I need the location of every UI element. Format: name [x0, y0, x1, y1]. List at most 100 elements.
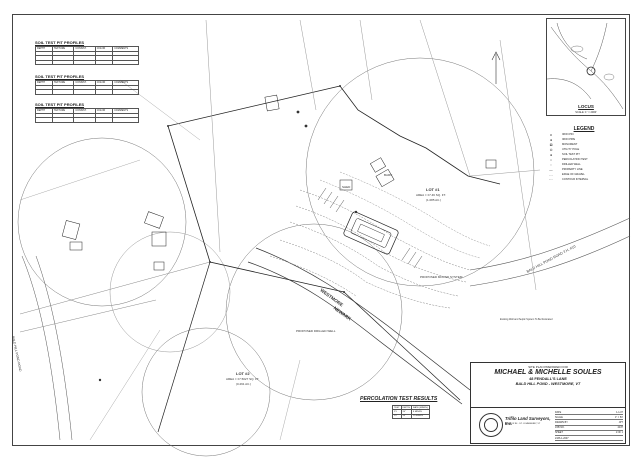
field-label: SCALE	[555, 415, 563, 419]
field-value: JPT	[618, 420, 623, 424]
building	[61, 220, 81, 240]
iron-pin	[209, 261, 211, 263]
soil-table-title: SOIL TEST PIT PROFILES	[35, 102, 85, 107]
title-block: SITE PLAN PREPARED FOR MICHAEL & MICHELL…	[470, 362, 626, 444]
field-value: 1-1-07	[616, 410, 623, 414]
legend-symbol: ▫	[550, 162, 552, 167]
building	[144, 211, 164, 229]
building	[264, 94, 280, 112]
sheet-number: 2436-1-2007	[555, 436, 623, 442]
legend-symbol: ●	[549, 152, 553, 157]
company-name: Trifilo Land Surveyors, Inc.	[505, 416, 551, 426]
building	[153, 261, 165, 271]
owner-names: MICHAEL & MICHELLE SOULES	[494, 369, 602, 376]
locus-scale: SCALE: 1" = 2000'	[575, 111, 597, 114]
setback-circle	[225, 223, 403, 401]
legend-label: PERCOLATION TEST	[562, 158, 588, 161]
lot1-acres: (1.085 AC.)	[426, 198, 442, 202]
field-row: DRAWN BY JPT	[555, 420, 623, 426]
barn-label: BARN	[384, 173, 393, 177]
lot2-title: LOT #2	[236, 371, 250, 376]
lot2-area: AREA = ±7.5027 SQ. FT.	[226, 377, 260, 381]
field-label: DATE	[555, 410, 562, 414]
sheet-number-text: 2436-1-2007	[555, 436, 569, 440]
soil-test-pit	[296, 110, 300, 114]
soil-test-pit	[304, 124, 308, 128]
building	[339, 179, 353, 191]
legend-symbol: ○	[549, 157, 553, 162]
legend-label: EDGE OF GRAVEL	[562, 173, 585, 176]
road-edge	[35, 255, 73, 441]
legend-symbol: o	[550, 132, 552, 137]
field-value: 1 OF 1	[615, 431, 623, 435]
building	[485, 159, 497, 169]
field-label: DRAWN BY	[555, 420, 568, 424]
lot-line	[167, 85, 345, 293]
road-edge	[469, 235, 631, 287]
field-row: SCALE 1" = 50'	[555, 415, 623, 421]
road-edge	[247, 261, 463, 405]
field-value: 2437	[617, 426, 623, 430]
soil-table-title: SOIL TEST PIT PROFILES	[35, 74, 85, 79]
lot2-acres: (0.291 AC.)	[236, 382, 252, 386]
sheet-border	[12, 14, 630, 446]
iron-pin	[343, 291, 345, 293]
shed-label: SHED	[342, 185, 351, 189]
legend-symbol: —	[549, 167, 553, 172]
building	[69, 241, 83, 251]
legend-item: ···CONTOUR INTERVAL	[540, 177, 628, 182]
soil-table: SOIL TEST PIT PROFILES DEPTH TEXTURE CON…	[35, 102, 139, 123]
site-address: 48 FENDALL'S LANE	[529, 377, 567, 381]
soil-table-title: SOIL TEST PIT PROFILES	[35, 40, 85, 45]
locus-map: LOCUS SCALE: 1" = 2000'	[546, 18, 626, 116]
building	[151, 231, 167, 247]
legend-item: ⊙UTILITY POLE	[540, 147, 628, 152]
legend-title: LEGEND	[573, 126, 595, 132]
mound-system	[343, 211, 399, 255]
setback-circle	[17, 137, 187, 307]
legend-item: o IRON PIN	[540, 132, 628, 137]
company-address: P.O. BOX 94 · ST. JOHNSBURY, VT	[505, 423, 541, 425]
field-label: JOB NO.	[555, 426, 565, 430]
legend-label: DRILLED WELL	[562, 163, 581, 166]
perc-test	[354, 210, 358, 214]
title-block-bottom: Trifilo Land Surveyors, Inc. P.O. BOX 94…	[471, 407, 625, 443]
soil-table: SOIL TEST PIT PROFILES DEPTH TEXTURE CON…	[35, 74, 139, 95]
setback-circle	[109, 231, 231, 353]
field-label: SHEET	[555, 431, 563, 435]
legend-item: - -EDGE OF GRAVEL	[540, 172, 628, 177]
road-edge	[255, 247, 471, 391]
lot1-area: AREA = ±7.46 SQ. FT.	[416, 193, 446, 197]
legend-item: ●SOIL TEST PIT	[540, 152, 628, 157]
legend-label: IRON PIN	[562, 133, 574, 136]
percolation-results: PERCOLATION TEST RESULTS TEST DEPTH RATE…	[360, 396, 468, 436]
field-row: JOB NO. 2437	[555, 426, 623, 431]
legend-label: UTILITY POLE	[562, 148, 580, 151]
legend-item: ⊠MONUMENT	[540, 142, 628, 147]
site-town: BALD HILL POND - WESTMORE, VT	[515, 381, 581, 386]
lot-line	[343, 291, 461, 401]
perc-cell: P2	[392, 413, 402, 420]
field-row: DATE 1-1-07	[555, 410, 623, 416]
building	[375, 168, 395, 188]
legend-item: ▫ DRILLED WELL	[540, 162, 628, 167]
locus-title: LOCUS	[578, 104, 594, 109]
percolation-title: PERCOLATION TEST RESULTS	[360, 396, 438, 402]
setback-circle	[141, 327, 271, 457]
lot1-title: LOT #1	[426, 187, 440, 192]
locus-drawing	[547, 22, 624, 110]
well-note: PROPOSED DRILLED WELL	[296, 329, 336, 333]
lot-line	[157, 261, 211, 433]
road-edge	[21, 255, 61, 441]
field-value: 1" = 50'	[614, 415, 623, 419]
perc-cell: 10 MIN/IN	[411, 413, 431, 420]
septic-note: PROPOSED MOUND SYSTEM	[420, 275, 463, 279]
legend-item: ●IRON PIPE	[540, 137, 628, 142]
building	[369, 157, 387, 173]
iron-pin	[339, 85, 341, 87]
iron-pin	[167, 125, 169, 127]
legend-label: MONUMENT	[562, 143, 578, 146]
surveyor-seal-icon	[479, 413, 503, 437]
title-block-fields: DATE 1-1-07 SCALE 1" = 50' DRAWN BY JPT JOB…	[555, 410, 623, 442]
